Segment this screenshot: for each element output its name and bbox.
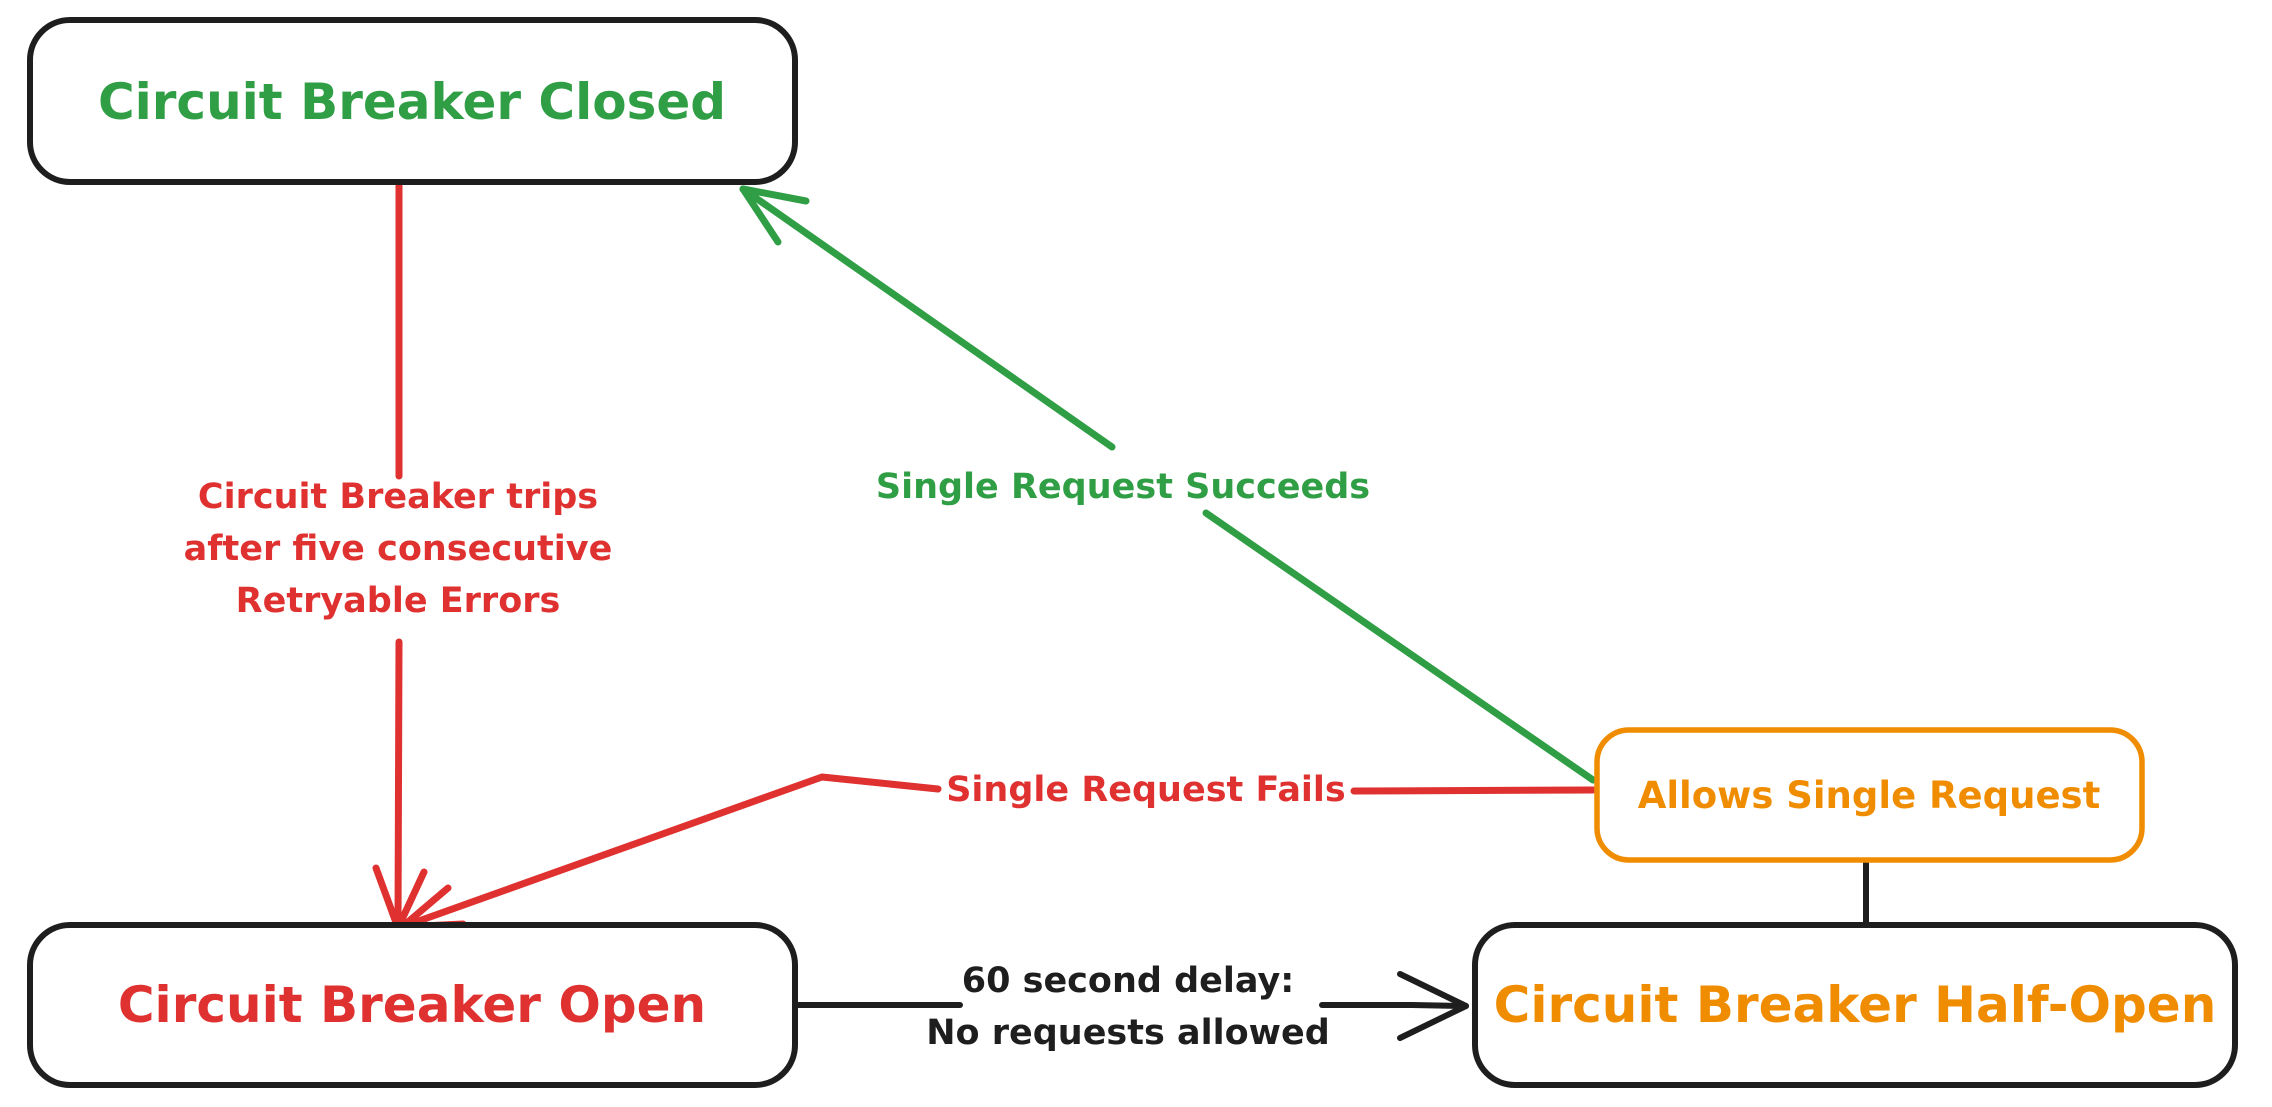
arrowhead-barb <box>1397 971 1469 1009</box>
edge-fails-label: Single Request Fails <box>946 770 1346 810</box>
node-half-open-box <box>1472 922 2238 1088</box>
arrowhead-barb <box>1397 1003 1469 1041</box>
edge-trip-label-line1: Circuit Breaker trips <box>198 477 598 517</box>
edge-trip-label-line2: after five consecutive <box>184 529 613 569</box>
edge-delay-arrow-shaft <box>1409 1002 1465 1009</box>
edge-fails: Single Request Fails <box>398 770 1597 931</box>
node-open-label: Circuit Breaker Open <box>118 976 706 1034</box>
edge-trip: Circuit Breaker trips after five consecu… <box>184 182 613 932</box>
node-closed-box <box>27 17 798 185</box>
edge-succeeds-line-lower <box>1202 509 1597 784</box>
node-circuit-breaker-open: Circuit Breaker Open <box>27 922 798 1088</box>
node-allows-box <box>1594 727 2145 863</box>
arrowhead-barb <box>739 185 810 205</box>
edge-succeeds-line-upper <box>739 185 1116 451</box>
arrowhead-barb <box>372 864 402 932</box>
node-open-box <box>27 922 798 1088</box>
edge-succeeds: Single Request Succeeds <box>739 185 1597 784</box>
edge-delay-label-line2: No requests allowed <box>926 1013 1330 1053</box>
node-circuit-breaker-closed: Circuit Breaker Closed <box>27 17 798 185</box>
node-allows-label: Allows Single Request <box>1638 774 2101 817</box>
arrowhead-barb <box>398 884 452 931</box>
edge-trip-line-lower <box>394 638 403 928</box>
edge-succeeds-label: Single Request Succeeds <box>876 467 1370 507</box>
node-allows-single-request: Allows Single Request <box>1594 727 2145 863</box>
edge-fails-line-left <box>398 773 942 931</box>
node-half-open-label: Circuit Breaker Half-Open <box>1494 976 2217 1034</box>
node-circuit-breaker-half-open: Circuit Breaker Half-Open <box>1472 922 2238 1088</box>
edge-fails-line-right <box>1350 786 1597 795</box>
edge-delay: 60 second delay: No requests allowed <box>795 961 1469 1053</box>
arrowhead-barb <box>739 185 782 246</box>
arrowhead-barb <box>394 868 428 932</box>
edge-trip-label-line3: Retryable Errors <box>236 581 561 621</box>
node-closed-label: Circuit Breaker Closed <box>98 73 726 131</box>
edge-delay-label-line1: 60 second delay: <box>962 961 1295 1001</box>
